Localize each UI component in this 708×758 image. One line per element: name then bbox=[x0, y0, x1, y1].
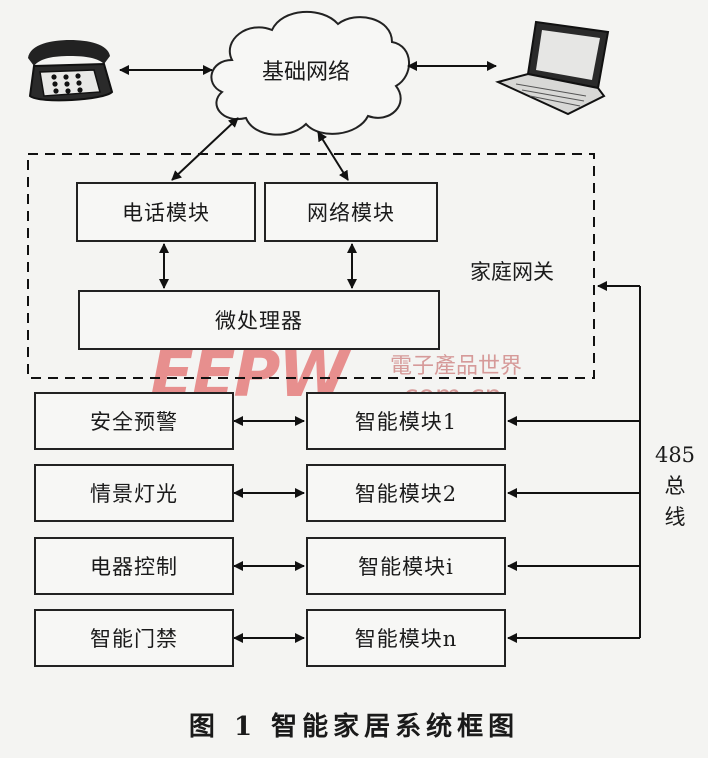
module-box: 智能模块1 bbox=[306, 392, 506, 450]
module-box: 智能模块i bbox=[306, 537, 506, 595]
network-module-box: 网络模块 bbox=[264, 182, 438, 242]
module-box: 智能模块n bbox=[306, 609, 506, 667]
bus-label-line: 线 bbox=[664, 505, 686, 529]
network-label: 基础网络 bbox=[262, 60, 351, 85]
bus-label-line: 总 bbox=[664, 474, 686, 498]
watermark-sub: 電子產品世界 bbox=[390, 354, 523, 379]
device-box: 电器控制 bbox=[34, 537, 234, 595]
gateway-label: 家庭网关 bbox=[470, 260, 554, 284]
bus-label: 485 总 线 bbox=[652, 440, 698, 533]
laptop-icon bbox=[495, 20, 610, 116]
device-box: 安全预警 bbox=[34, 392, 234, 450]
telephone-icon bbox=[28, 40, 114, 102]
cloud-icon bbox=[210, 11, 410, 136]
gateway-border bbox=[27, 153, 595, 379]
bus-label-line: 485 bbox=[654, 443, 696, 467]
phone-module-box: 电话模块 bbox=[76, 182, 256, 242]
device-box: 智能门禁 bbox=[34, 609, 234, 667]
figure-caption: 图 1 智能家居系统框图 bbox=[188, 712, 520, 742]
module-box: 智能模块2 bbox=[306, 464, 506, 522]
cpu-box: 微处理器 bbox=[78, 290, 440, 350]
device-box: 情景灯光 bbox=[34, 464, 234, 522]
